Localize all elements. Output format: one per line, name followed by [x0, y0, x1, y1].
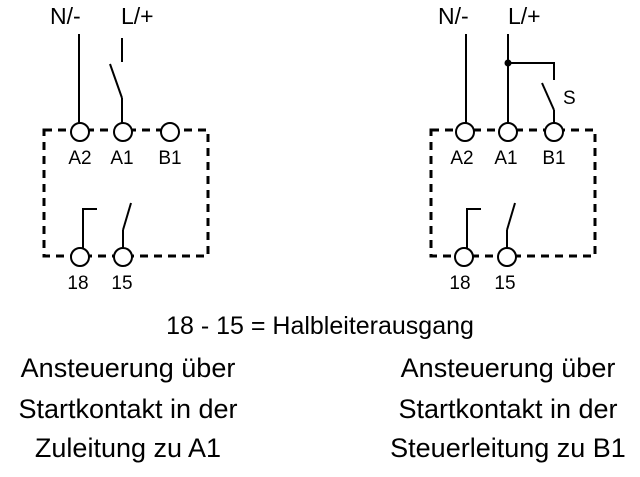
- left-caption-line-3: Zuleitung zu A1: [35, 433, 221, 463]
- left-caption: Ansteuerung über Startkontakt in der Zul…: [18, 353, 237, 463]
- right-caption: Ansteuerung über Startkontakt in der Ste…: [390, 353, 626, 463]
- left-label-a1: A1: [110, 148, 133, 169]
- left-caption-line-2: Startkontakt in der: [18, 394, 237, 424]
- left-circuit: N/- L/+ A2 A1 B1 18 15: [42, 3, 210, 294]
- right-label-18: 18: [449, 273, 470, 294]
- right-caption-line-1: Ansteuerung über: [401, 353, 616, 383]
- right-terminal-a1: [498, 122, 518, 142]
- right-control-switch: [541, 82, 555, 111]
- right-terminal-a2: [455, 122, 475, 142]
- left-caption-line-1: Ansteuerung über: [21, 353, 236, 383]
- right-circuit: N/- L/+ S A2 A1 B1 18 15: [429, 3, 597, 294]
- right-label-a1: A1: [494, 148, 517, 169]
- legend-text: 18 - 15 = Halbleiterausgang: [166, 312, 474, 340]
- right-label-b1: B1: [542, 148, 565, 169]
- right-terminal-15: [497, 247, 517, 267]
- right-supply-l-label: L/+: [508, 3, 541, 29]
- left-start-contact: [109, 63, 123, 99]
- left-terminal-18: [70, 247, 90, 267]
- left-label-b1: B1: [158, 148, 181, 169]
- right-caption-line-3: Steuerleitung zu B1: [390, 433, 626, 463]
- right-supply-n-label: N/-: [438, 3, 469, 29]
- right-terminal-b1: [544, 122, 564, 142]
- left-terminal-15: [113, 247, 133, 267]
- left-supply-l-label: L/+: [121, 3, 154, 29]
- right-switch-label: S: [563, 88, 576, 109]
- left-label-18: 18: [67, 273, 88, 294]
- left-terminal-a2: [70, 122, 90, 142]
- right-label-15: 15: [494, 273, 515, 294]
- left-terminal-b1: [160, 122, 180, 142]
- right-output-fixed-contact: [466, 208, 481, 248]
- left-output-moving-contact: [122, 202, 132, 231]
- right-branch-wire: [508, 62, 555, 80]
- right-output-moving-contact: [506, 202, 516, 231]
- left-label-a2: A2: [68, 148, 91, 169]
- right-caption-line-2: Startkontakt in der: [398, 394, 617, 424]
- left-label-15: 15: [111, 273, 132, 294]
- left-terminal-a1: [113, 122, 133, 142]
- right-terminal-18: [454, 247, 474, 267]
- left-output-fixed-contact: [82, 208, 97, 248]
- right-label-a2: A2: [450, 148, 473, 169]
- left-supply-n-label: N/-: [50, 3, 81, 29]
